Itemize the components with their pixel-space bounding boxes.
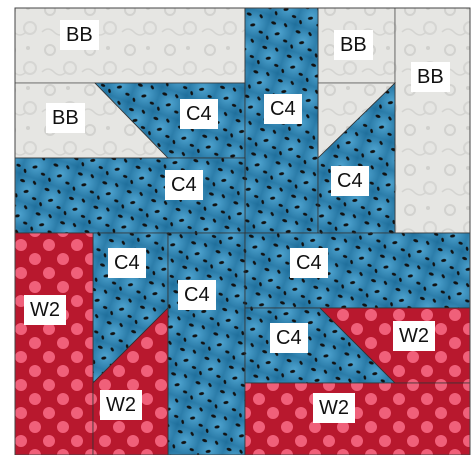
label-bb-left: BB (46, 103, 85, 133)
label-c4-right-diagonal: C4 (331, 166, 369, 196)
label-c4-left-band: C4 (165, 170, 203, 200)
w2-left-strip-piece (15, 233, 93, 455)
label-c4-center: C4 (178, 280, 216, 310)
c4-center-lower-piece (168, 233, 245, 455)
label-bb-top-left: BB (60, 20, 99, 50)
label-bb-right: BB (411, 62, 450, 92)
label-w2-left: W2 (24, 295, 66, 325)
label-w2-right-triangle: W2 (393, 321, 435, 351)
c4-right-band-piece (245, 233, 470, 308)
bb-right-piece (395, 8, 470, 233)
label-c4-left-mid: C4 (108, 248, 146, 278)
w2-bottom-right-piece (245, 383, 470, 455)
bb-top-left-piece (15, 8, 245, 83)
label-bb-top-right: BB (334, 30, 373, 60)
label-c4-center-top: C4 (264, 94, 302, 124)
label-c4-diagonal-top: C4 (180, 99, 218, 129)
label-w2-bottom-right: W2 (313, 393, 355, 423)
label-c4-lower-right: C4 (270, 323, 308, 353)
label-w2-bottom-left: W2 (100, 390, 142, 420)
c4-left-band-piece (15, 158, 245, 233)
label-c4-right-band: C4 (290, 248, 328, 278)
